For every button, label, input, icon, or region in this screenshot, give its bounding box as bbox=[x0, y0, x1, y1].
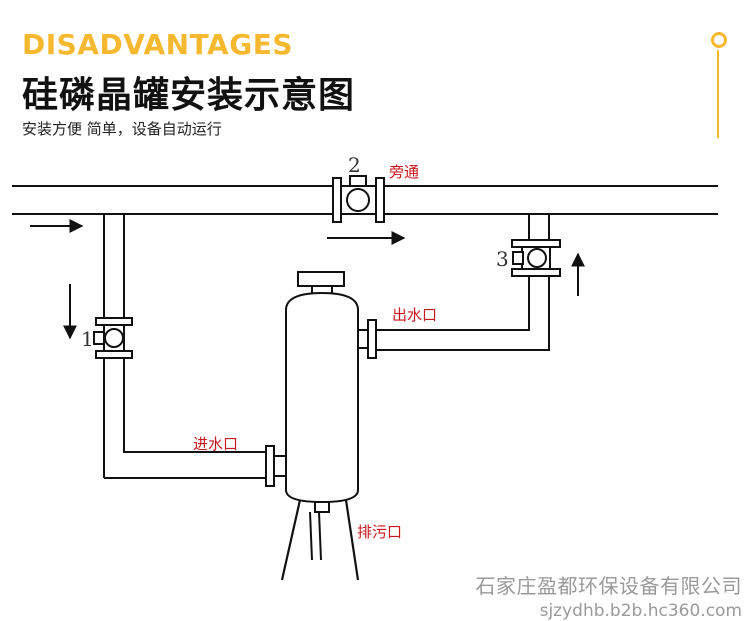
page-subtitle: 安装方便 简单，设备自动运行 bbox=[22, 120, 222, 138]
page-title: 硅磷晶罐安装示意图 bbox=[22, 75, 356, 116]
right-branch-pipe bbox=[376, 214, 550, 351]
silicon-phosphate-tank bbox=[285, 271, 359, 561]
watermark-company: 石家庄盈都环保设备有限公司 bbox=[475, 574, 742, 598]
decorative-line bbox=[717, 50, 719, 138]
flow-arrows bbox=[30, 219, 585, 340]
decorative-circle-icon bbox=[711, 32, 727, 48]
watermark-url: sjzydhb.b2b.hc360.com bbox=[539, 601, 742, 621]
inlet-flange bbox=[265, 445, 287, 487]
drain-label: 排污口 bbox=[357, 523, 402, 541]
inlet-label: 进水口 bbox=[193, 435, 238, 453]
left-branch-pipe bbox=[12, 213, 266, 479]
outlet-label: 出水口 bbox=[392, 306, 437, 324]
valve-1 bbox=[93, 317, 133, 359]
header-english-title: DISADVANTAGES bbox=[22, 28, 293, 61]
valve-3 bbox=[511, 239, 561, 277]
bypass-label: 旁通 bbox=[389, 163, 419, 181]
watermark: 石家庄盈都环保设备有限公司 sjzydhb.b2b.hc360.com bbox=[476, 570, 743, 621]
valve-number-2: 2 bbox=[348, 153, 361, 177]
valve-number-3: 3 bbox=[496, 247, 509, 271]
valve-2 bbox=[332, 175, 385, 223]
tank-support-legs bbox=[280, 499, 360, 581]
valve-number-1: 1 bbox=[81, 327, 94, 351]
